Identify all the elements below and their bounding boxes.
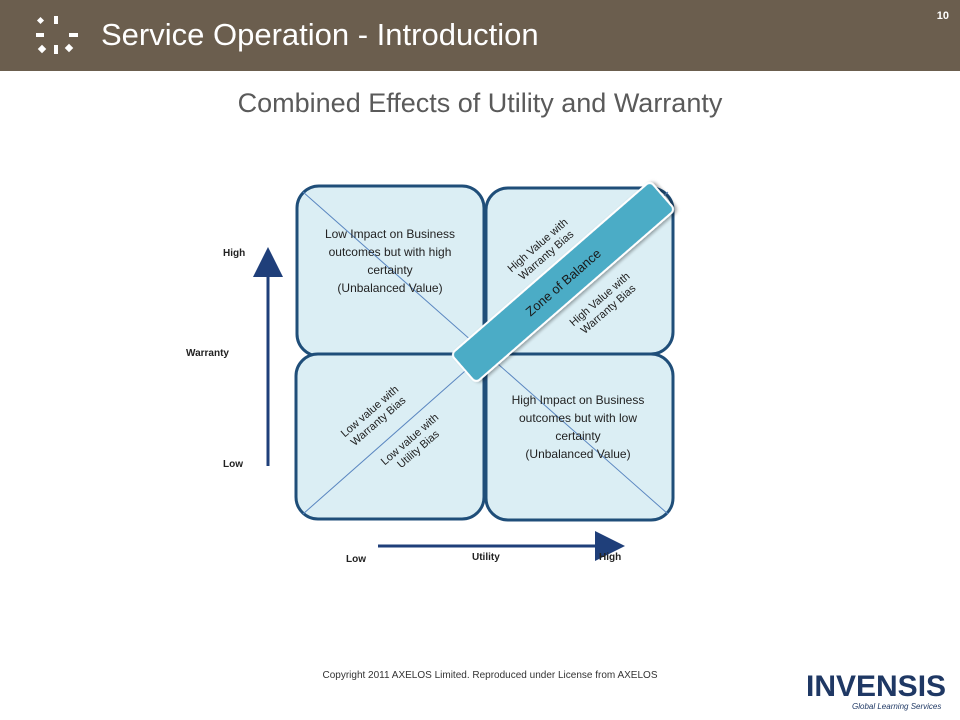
- bottom-right-quadrant-text: High Impact on Business outcomes but wit…: [512, 393, 645, 461]
- slide-number: 10: [936, 10, 949, 22]
- zone-of-balance: Zone of Balance: [451, 182, 675, 382]
- x-axis-high-label: High: [599, 552, 621, 563]
- x-axis-title: Utility: [472, 552, 500, 563]
- top-left-quadrant-text: Low Impact on Business outcomes but with…: [325, 227, 455, 295]
- page-title: Service Operation - Introduction: [101, 17, 539, 52]
- brand-tagline: Global Learning Services: [852, 702, 942, 711]
- zone-of-balance-band: [451, 182, 675, 382]
- x-axis-low-label: Low: [346, 554, 366, 565]
- quadrant-bottom-right: [484, 352, 675, 522]
- slide-header: Service Operation - Introduction 10: [0, 0, 960, 71]
- top-left-line-4: (Unbalanced Value): [337, 281, 442, 295]
- bottom-right-line-4: (Unbalanced Value): [525, 447, 630, 461]
- y-axis-high-label: High: [223, 248, 245, 259]
- y-axis-title: Warranty: [186, 348, 229, 359]
- bottom-right-line-3: certainty: [555, 429, 600, 443]
- brand-logo: INVENSIS Global Learning Services: [806, 672, 954, 714]
- top-left-line-3: certainty: [367, 263, 412, 277]
- y-axis-low-label: Low: [223, 459, 243, 470]
- slide-subtitle: Combined Effects of Utility and Warranty: [237, 88, 723, 118]
- spinner-logo-icon: [36, 16, 78, 54]
- copyright-text: Copyright 2011 AXELOS Limited. Reproduce…: [322, 670, 658, 681]
- bottom-right-line-2: outcomes but with low: [519, 411, 637, 425]
- top-left-line-1: Low Impact on Business: [325, 227, 455, 241]
- top-left-line-2: outcomes but with high: [329, 245, 452, 259]
- bottom-right-line-1: High Impact on Business: [512, 393, 645, 407]
- brand-name: INVENSIS: [806, 670, 947, 703]
